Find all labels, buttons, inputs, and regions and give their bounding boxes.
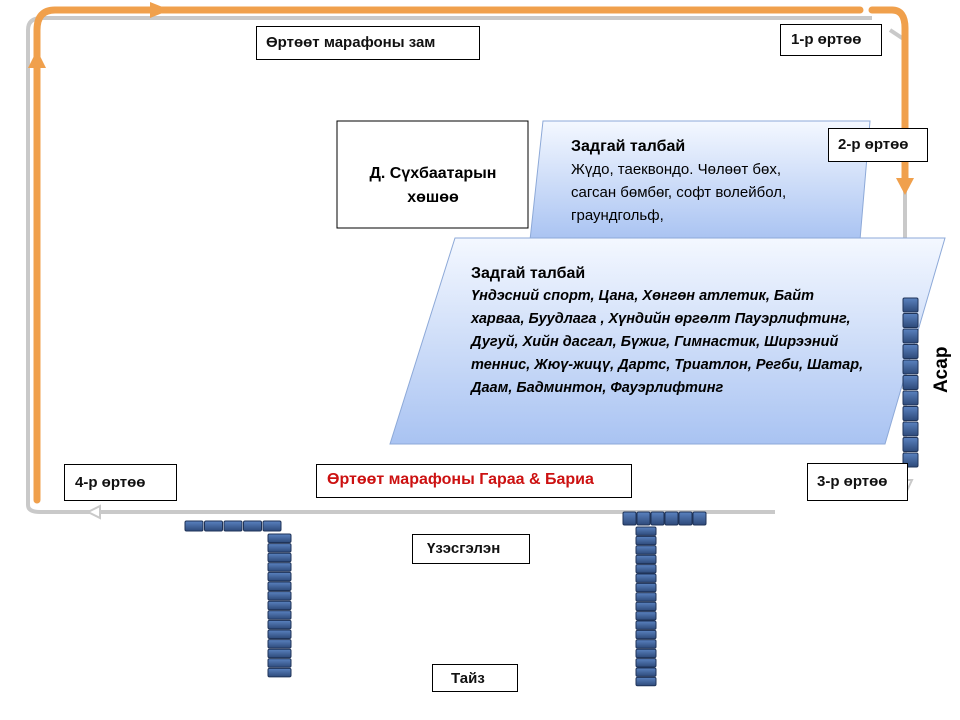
stage-label: Тайз — [432, 664, 518, 692]
stand-block — [267, 639, 292, 649]
stand-block — [267, 533, 292, 543]
stand-block — [267, 591, 292, 601]
stand-block — [635, 676, 657, 687]
stand-block — [635, 564, 657, 574]
stand-block — [184, 520, 204, 532]
tent-block — [902, 406, 919, 421]
field-upper-body: Жүдо, таеквондо. Чөлөөт бөх, сагсан бөмб… — [571, 161, 787, 224]
stand-block — [267, 581, 292, 591]
stand-block — [267, 600, 292, 611]
stand-block — [267, 562, 292, 572]
audience-label: Үзэсгэлэн — [412, 534, 530, 564]
stand-block — [635, 601, 657, 612]
stand-block — [267, 619, 292, 630]
stand-block — [650, 511, 665, 526]
stand-block — [635, 554, 657, 565]
block-groups — [184, 297, 919, 687]
monument-box — [336, 120, 529, 229]
station-3-label: 3-р өртөө — [807, 463, 908, 501]
tent-block — [902, 375, 919, 390]
stand-block — [635, 620, 657, 630]
field-lower-body: Үндэсний спорт, Цана, Хөнгөн атлетик, Ба… — [471, 288, 864, 396]
stand-block — [267, 552, 292, 563]
stand-block — [223, 520, 243, 532]
station-2-label: 2-р өртөө — [828, 128, 928, 162]
monument-label: Д. Сүхбаатарын хөшөө — [369, 165, 497, 206]
stand-block — [636, 511, 651, 526]
stand-block — [635, 535, 657, 546]
stand-block — [635, 582, 657, 593]
stand-block — [243, 520, 262, 532]
tent-block — [902, 297, 919, 313]
stand-block — [267, 658, 292, 668]
road-top-label: Өртөөт марафоны зам — [256, 26, 480, 60]
stand-block — [635, 545, 657, 555]
stand-block — [635, 573, 657, 583]
stand-block — [692, 511, 707, 526]
stand-block — [635, 658, 657, 668]
stand-block — [678, 511, 693, 526]
stand-block — [262, 520, 282, 532]
field-lower-shape — [389, 237, 946, 445]
stand-block — [267, 667, 292, 678]
stand-block — [622, 511, 637, 526]
stand-block — [635, 639, 657, 649]
field-lower-text: Задгай талбай Үндэсний спорт, Цана, Хөнг… — [471, 262, 871, 400]
station-1-label: 1-р өртөө — [780, 24, 882, 56]
tent-block — [902, 344, 919, 359]
tent-block — [902, 328, 919, 344]
field-upper-text: Задгай талбай Жүдо, таеквондо. Чөлөөт бө… — [571, 135, 821, 227]
station-4-label: 4-р өртөө — [64, 464, 177, 501]
stand-block — [635, 592, 657, 602]
stand-block — [267, 648, 292, 659]
tent-block — [902, 313, 919, 328]
stand-block — [267, 571, 292, 582]
start-finish-label: Өртөөт марафоны Гараа & Бариа — [316, 464, 632, 498]
stand-block — [664, 511, 679, 526]
stand-block — [635, 629, 657, 640]
field-lower-title: Задгай талбай — [471, 265, 586, 282]
stand-block — [204, 520, 223, 532]
stand-block — [635, 526, 657, 536]
stand-block — [267, 629, 292, 639]
stand-block — [267, 610, 292, 620]
stand-block — [635, 667, 657, 677]
stand-block — [267, 543, 292, 553]
tent-block — [902, 390, 919, 406]
tent-block — [902, 421, 919, 437]
tent-block — [902, 359, 919, 375]
stand-block — [635, 611, 657, 621]
stand-block — [635, 648, 657, 659]
tent-label: Асар — [931, 346, 952, 393]
field-upper-title: Задгай талбай — [571, 138, 686, 155]
tent-block — [902, 437, 919, 452]
route-arrowheads — [28, 2, 914, 195]
